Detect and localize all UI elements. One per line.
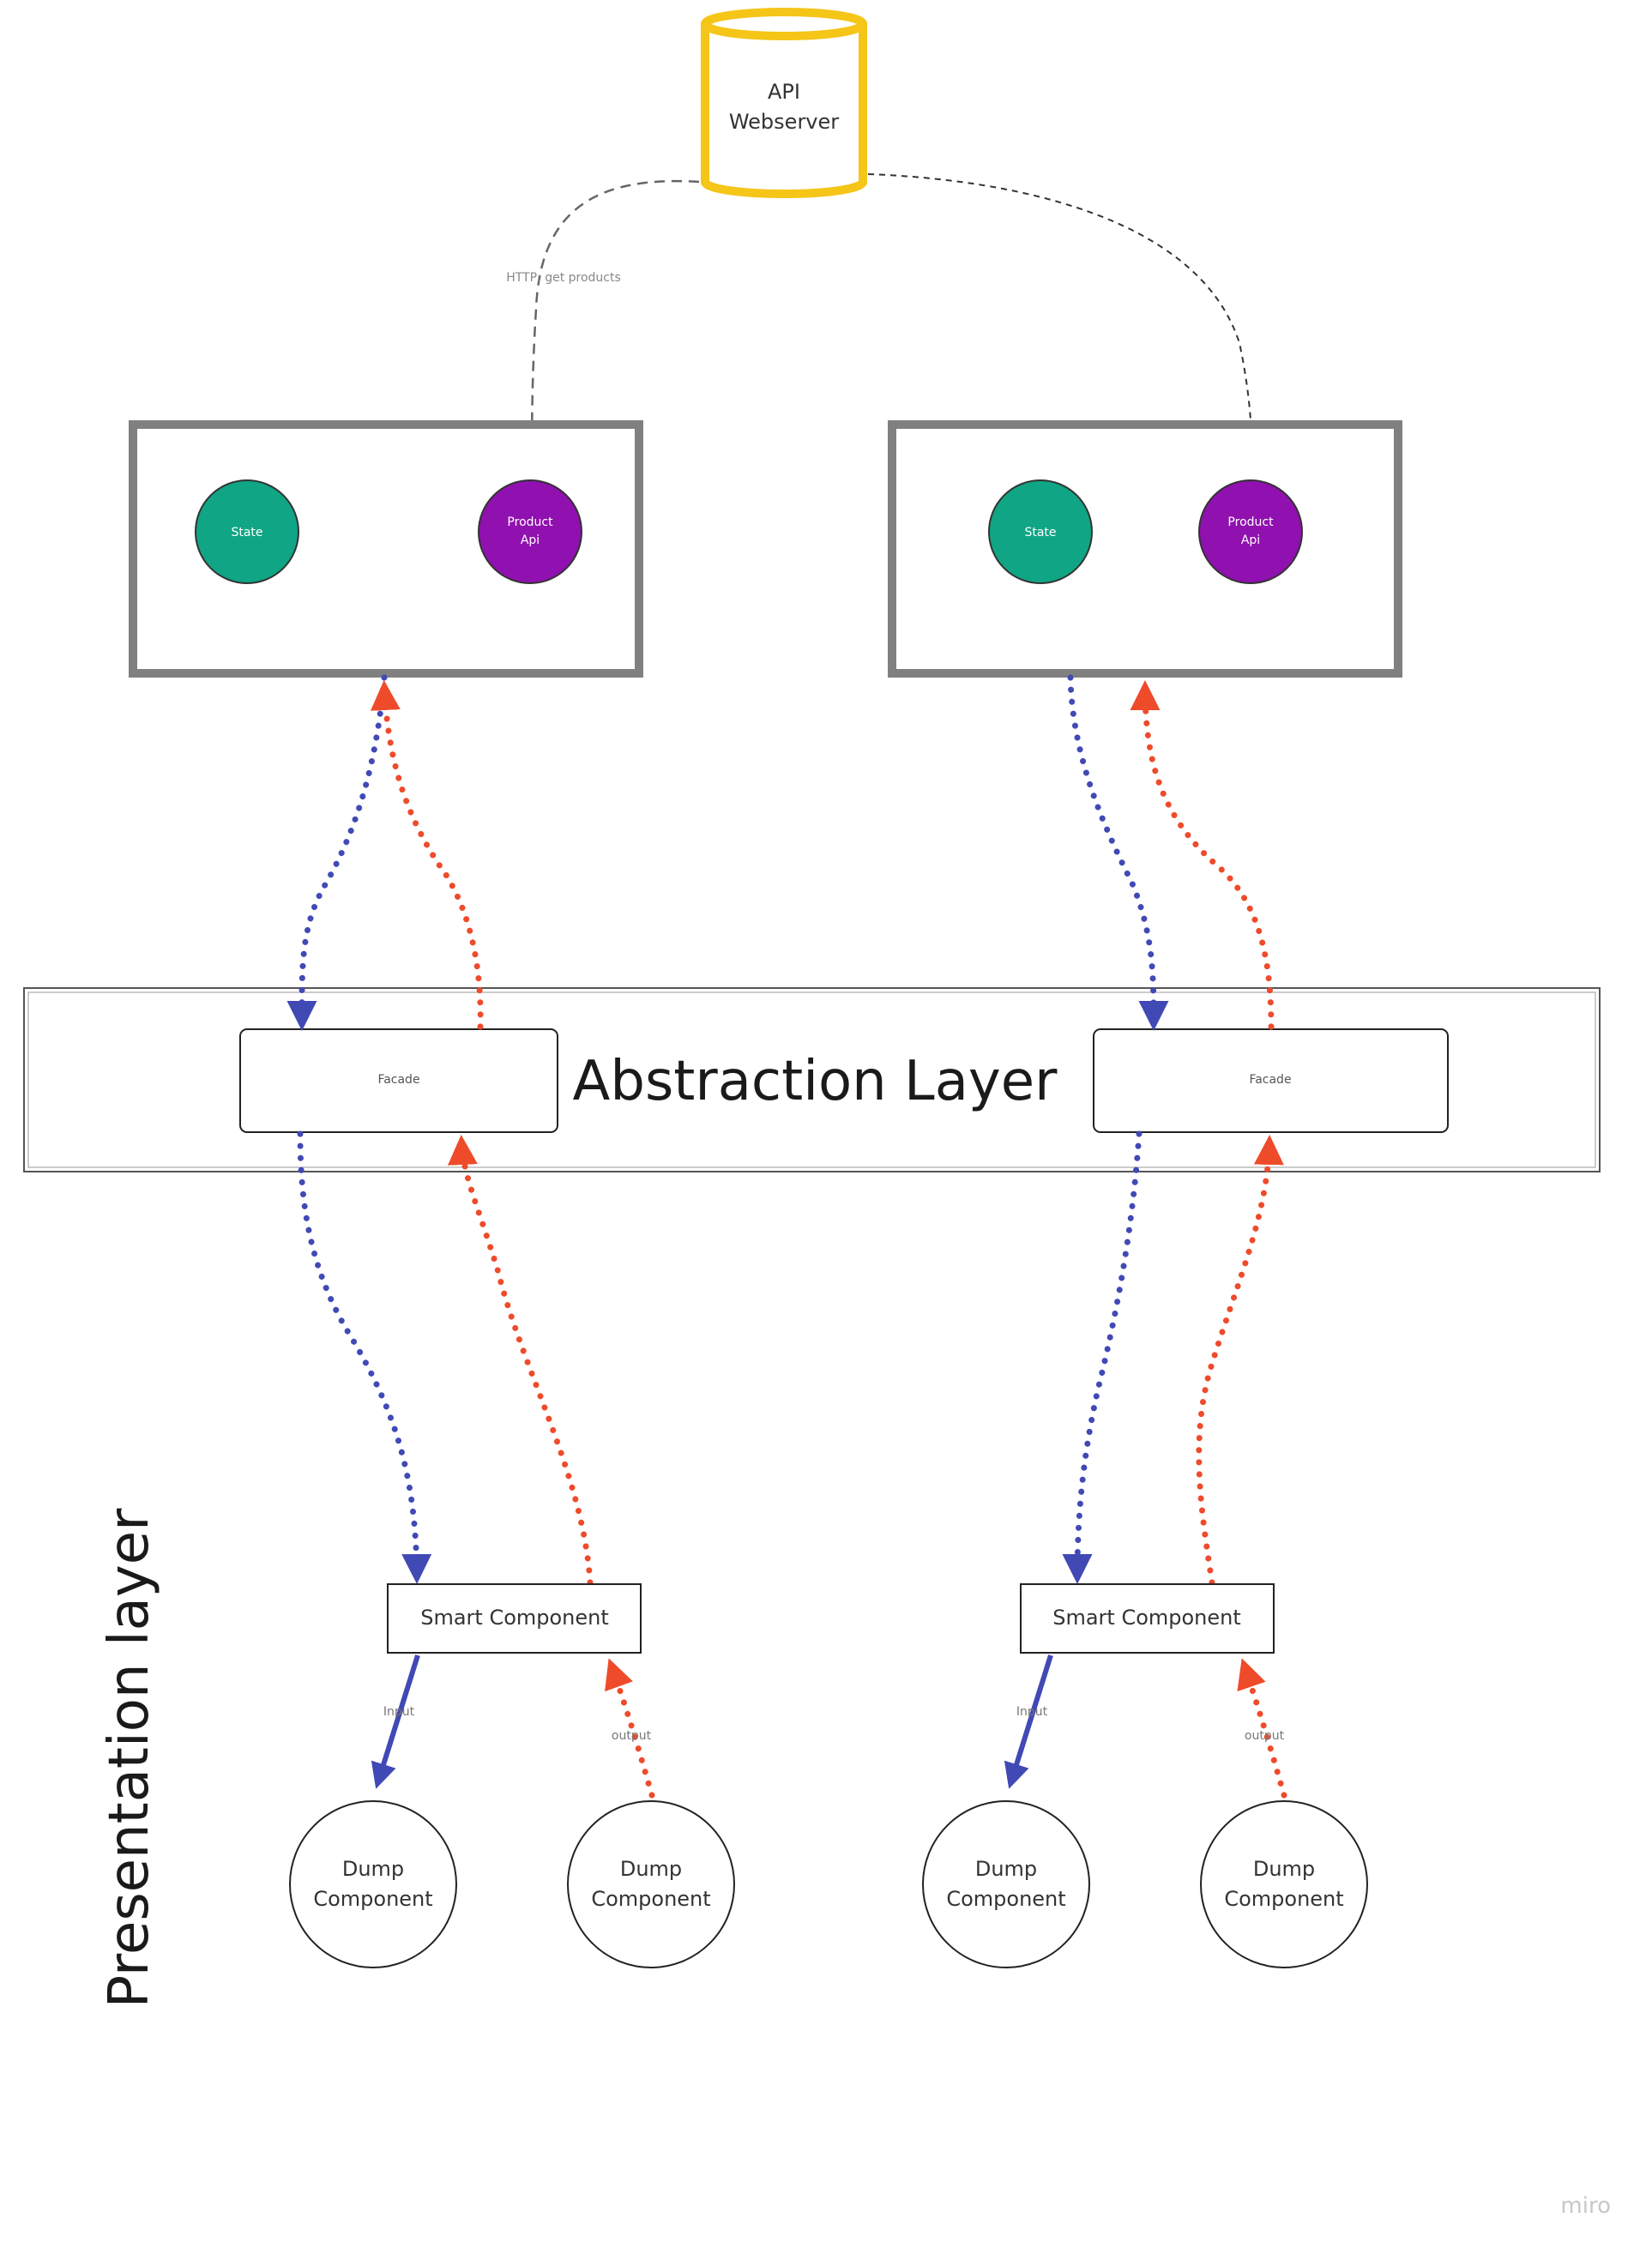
dump-component-label-line1: Dump [342,1857,404,1881]
http-connector-left [530,179,700,481]
product-api-label-line2: Api [521,533,540,547]
dump-component-1[interactable]: Dump Component [289,1800,457,1968]
store-box-left[interactable]: State Product Api [129,420,643,678]
dump-component-2[interactable]: Dump Component [567,1800,735,1968]
http-connector-label: HTTP: get products [506,271,621,285]
down-arrow-facade-to-smart-left [297,1130,432,1584]
api-webserver-label-line1: API [768,80,800,104]
dump-component-label-line1: Dump [1253,1857,1315,1881]
store-box-right[interactable]: State Product Api [888,420,1402,678]
product-api-label-line2: Api [1241,533,1260,547]
facade-right[interactable]: Facade [1093,1028,1449,1133]
dump-component-4[interactable]: Dump Component [1200,1800,1368,1968]
product-api-label-line1: Product [507,515,553,529]
output-label: output [612,1729,652,1743]
down-arrow-facade-to-smart-right [1062,1130,1143,1584]
up-arrow-smart-to-facade-left [447,1135,594,1586]
input-label: Input [383,1705,415,1719]
output-label: output [1245,1729,1285,1743]
product-api-node[interactable] [1198,479,1303,584]
smart-component-label: Smart Component [1052,1606,1241,1630]
facade-label: Facade [377,1073,419,1087]
facade-left[interactable]: Facade [239,1028,558,1133]
dump-component-label-line2: Component [591,1887,710,1911]
up-arrow-smart-to-facade-right [1196,1135,1284,1586]
api-webserver-label-line2: Webserver [729,110,839,134]
dump-component-3[interactable]: Dump Component [922,1800,1090,1968]
input-arrow-left [371,1654,420,1789]
dump-component-label-line2: Component [1224,1887,1343,1911]
output-arrow-right [1237,1658,1287,1799]
facade-label: Facade [1249,1073,1291,1087]
up-arrow-facade-to-store-left [370,680,484,1030]
state-label: State [231,526,262,539]
down-arrow-store-to-facade-right [1067,674,1169,1031]
input-label: Input [1016,1705,1048,1719]
dump-component-label-line1: Dump [975,1857,1037,1881]
product-api-label-line1: Product [1227,515,1274,529]
product-api-node[interactable] [478,479,582,584]
output-arrow-left [605,1658,655,1799]
down-arrow-store-to-facade-left [286,674,388,1031]
dump-component-label-line2: Component [946,1887,1065,1911]
up-arrow-facade-to-store-right [1130,680,1275,1030]
smart-component-label: Smart Component [420,1606,609,1630]
dump-component-label-line1: Dump [620,1857,682,1881]
api-webserver-node[interactable]: API Webserver [701,8,867,198]
state-node[interactable] [988,479,1093,584]
miro-watermark: miro [1560,2193,1611,2219]
abstraction-layer-frame[interactable]: Abstraction Layer [23,987,1601,1172]
input-arrow-right [1004,1654,1053,1789]
state-node[interactable] [195,479,299,584]
abstraction-layer-title: Abstraction Layer [573,1050,1058,1113]
state-label: State [1024,526,1056,539]
presentation-layer-title: Presentation layer [98,1508,161,2009]
smart-component-left[interactable]: Smart Component [387,1583,642,1654]
dump-component-label-line2: Component [313,1887,432,1911]
smart-component-right[interactable]: Smart Component [1020,1583,1275,1654]
